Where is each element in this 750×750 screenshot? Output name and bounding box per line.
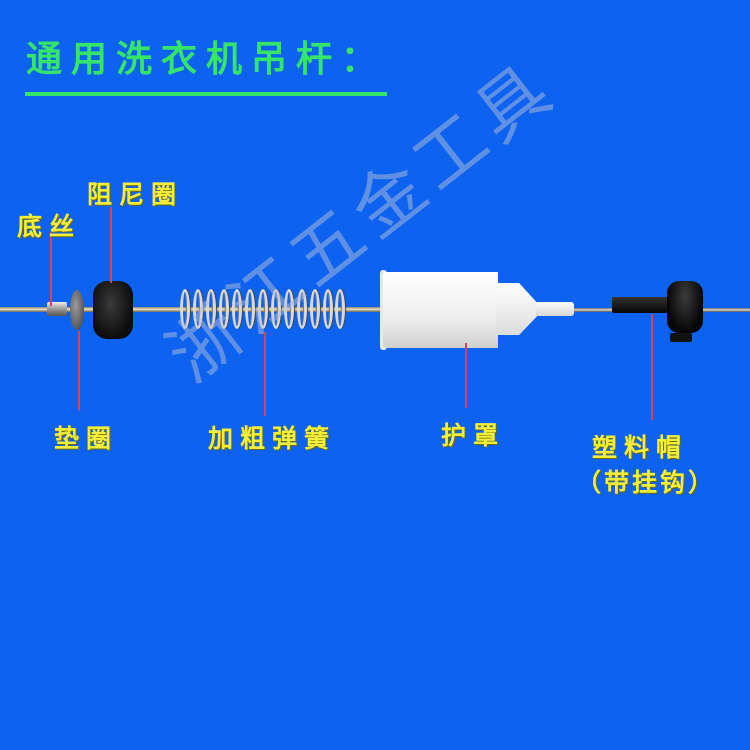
title-underline bbox=[25, 92, 387, 96]
page-title: 通用洗衣机吊杆： bbox=[26, 39, 387, 80]
protective-cover-nose bbox=[496, 283, 538, 335]
leader-line-base-thread bbox=[50, 232, 52, 306]
label-thick-spring: 加粗弹簧 bbox=[208, 424, 337, 453]
base-thread-nut bbox=[47, 302, 67, 316]
damping-ring-part bbox=[93, 281, 133, 339]
leader-line-plastic-cap bbox=[651, 314, 653, 420]
leader-line-spring bbox=[264, 332, 266, 416]
watermark: 浙江五金工具 bbox=[152, 45, 572, 398]
washer-part bbox=[70, 290, 84, 330]
label-washer: 垫圈 bbox=[54, 424, 119, 453]
label-plastic-cap-hook: （带挂钩） bbox=[576, 468, 717, 497]
hook-part bbox=[670, 333, 692, 342]
protective-cover-part bbox=[383, 272, 498, 348]
label-base-thread: 底丝 bbox=[17, 212, 82, 241]
label-damping-ring: 阻尼圈 bbox=[87, 180, 184, 209]
plastic-cap-sleeve bbox=[612, 297, 674, 313]
protective-cover-tip bbox=[536, 302, 574, 316]
suspension-rod-left bbox=[0, 307, 380, 312]
leader-line-damping-ring bbox=[110, 207, 112, 283]
leader-line-washer bbox=[78, 331, 80, 411]
label-protective-cover: 护罩 bbox=[441, 421, 506, 450]
label-plastic-cap: 塑料帽 bbox=[592, 433, 689, 462]
plastic-cap-part bbox=[667, 281, 703, 333]
leader-line-cover bbox=[465, 343, 467, 408]
